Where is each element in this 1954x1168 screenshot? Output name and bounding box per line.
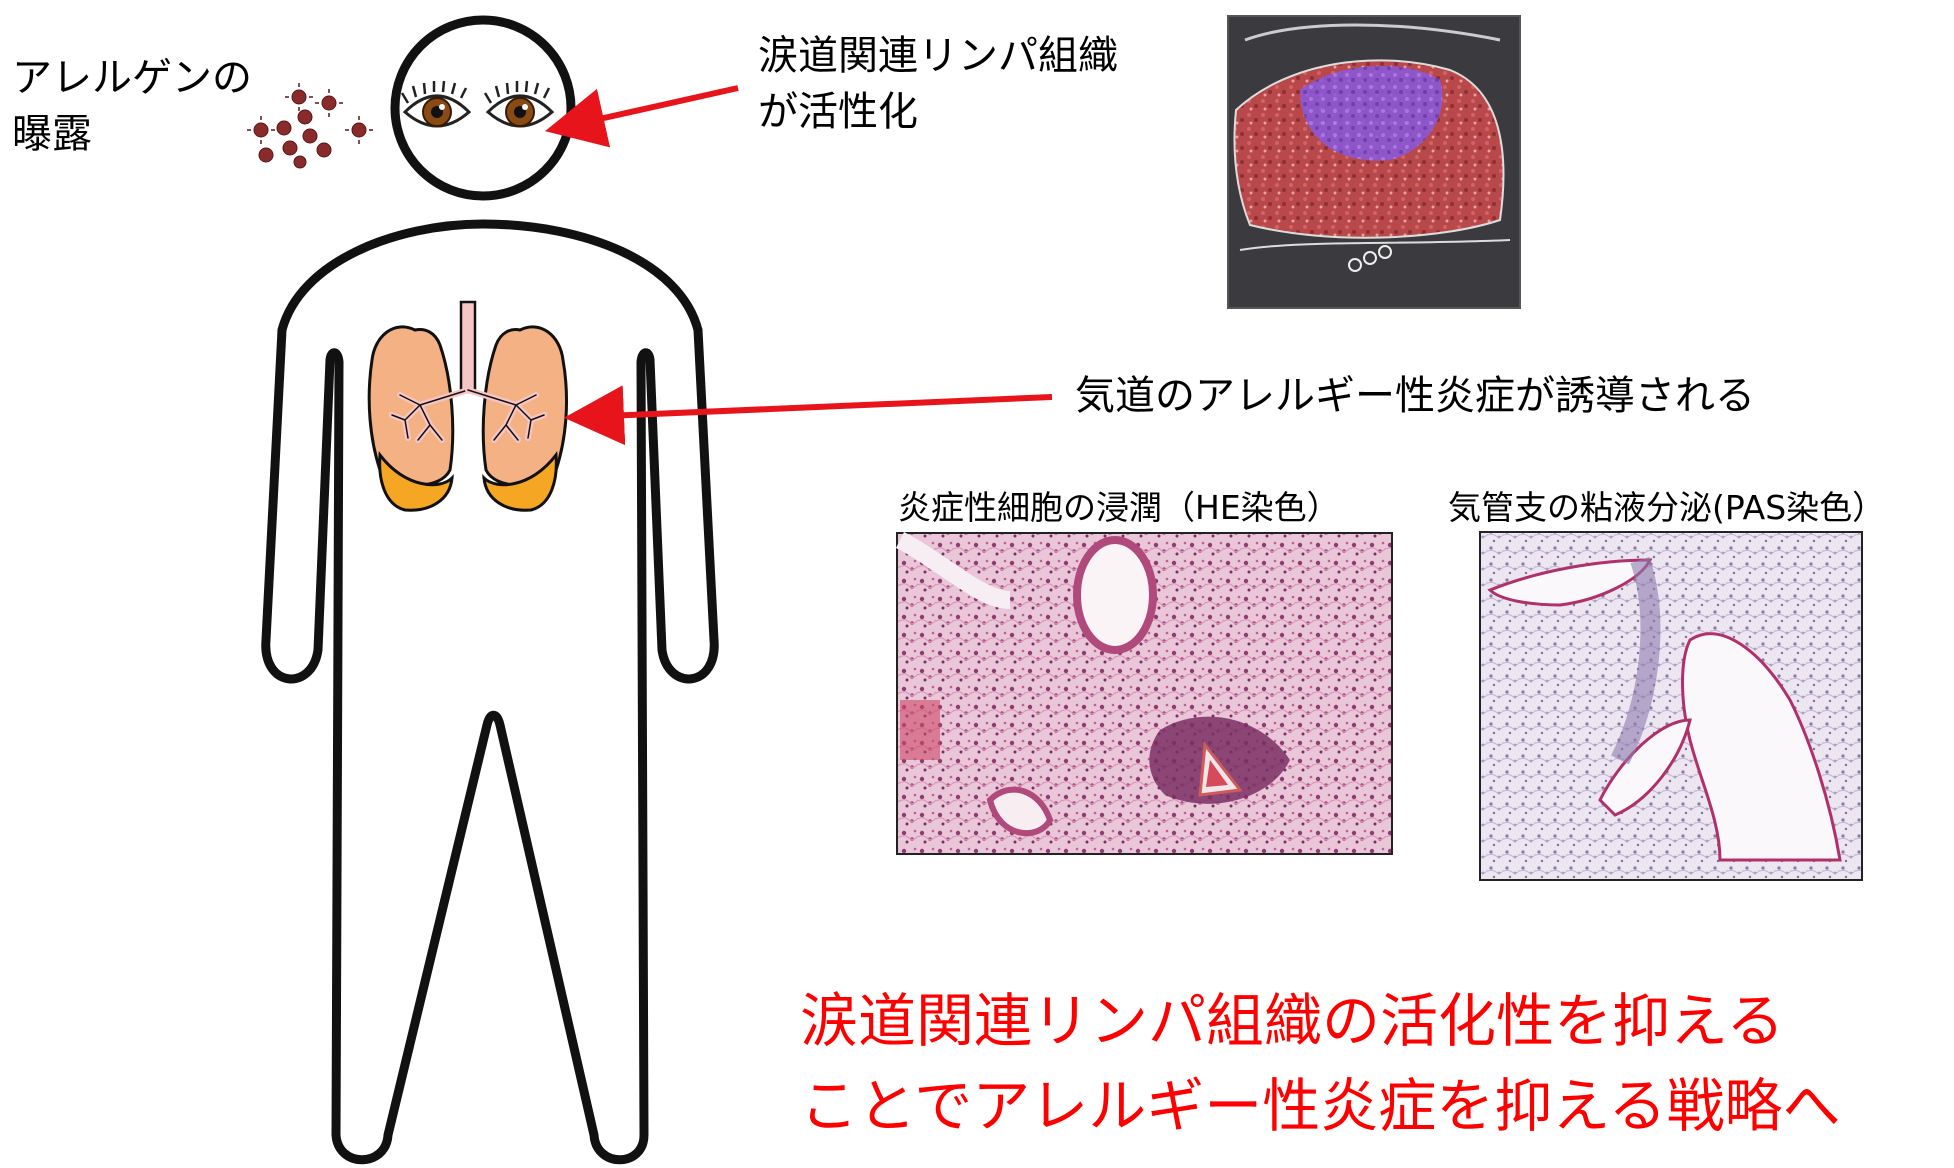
conclusion-line2: ことでアレルギー性炎症を抑える戦略へ — [800, 1070, 1841, 1142]
allergen-particles-icon — [254, 90, 366, 168]
pas-stain-image — [1480, 532, 1862, 880]
arrow-to-eye — [586, 88, 738, 122]
airway-label: 気道のアレルギー性炎症が誘導される — [1075, 370, 1755, 422]
lacrimal-label-line2: が活性化 — [758, 86, 918, 138]
allergen-label-line1: アレルゲンの — [12, 52, 252, 104]
conclusion-line1: 涙道関連リンパ組織の活化性を抑える — [800, 985, 1784, 1057]
lacrimal-label-line1: 涙道関連リンパ組織 — [758, 30, 1118, 82]
lymphoid-tissue-image — [1228, 16, 1520, 308]
caption-pas: 気管支の粘液分泌(PAS染色） — [1448, 488, 1885, 528]
caption-he: 炎症性細胞の浸潤（HE染色） — [898, 488, 1340, 528]
he-stain-image — [897, 533, 1392, 854]
allergen-label-line2: 曝露 — [12, 108, 92, 160]
